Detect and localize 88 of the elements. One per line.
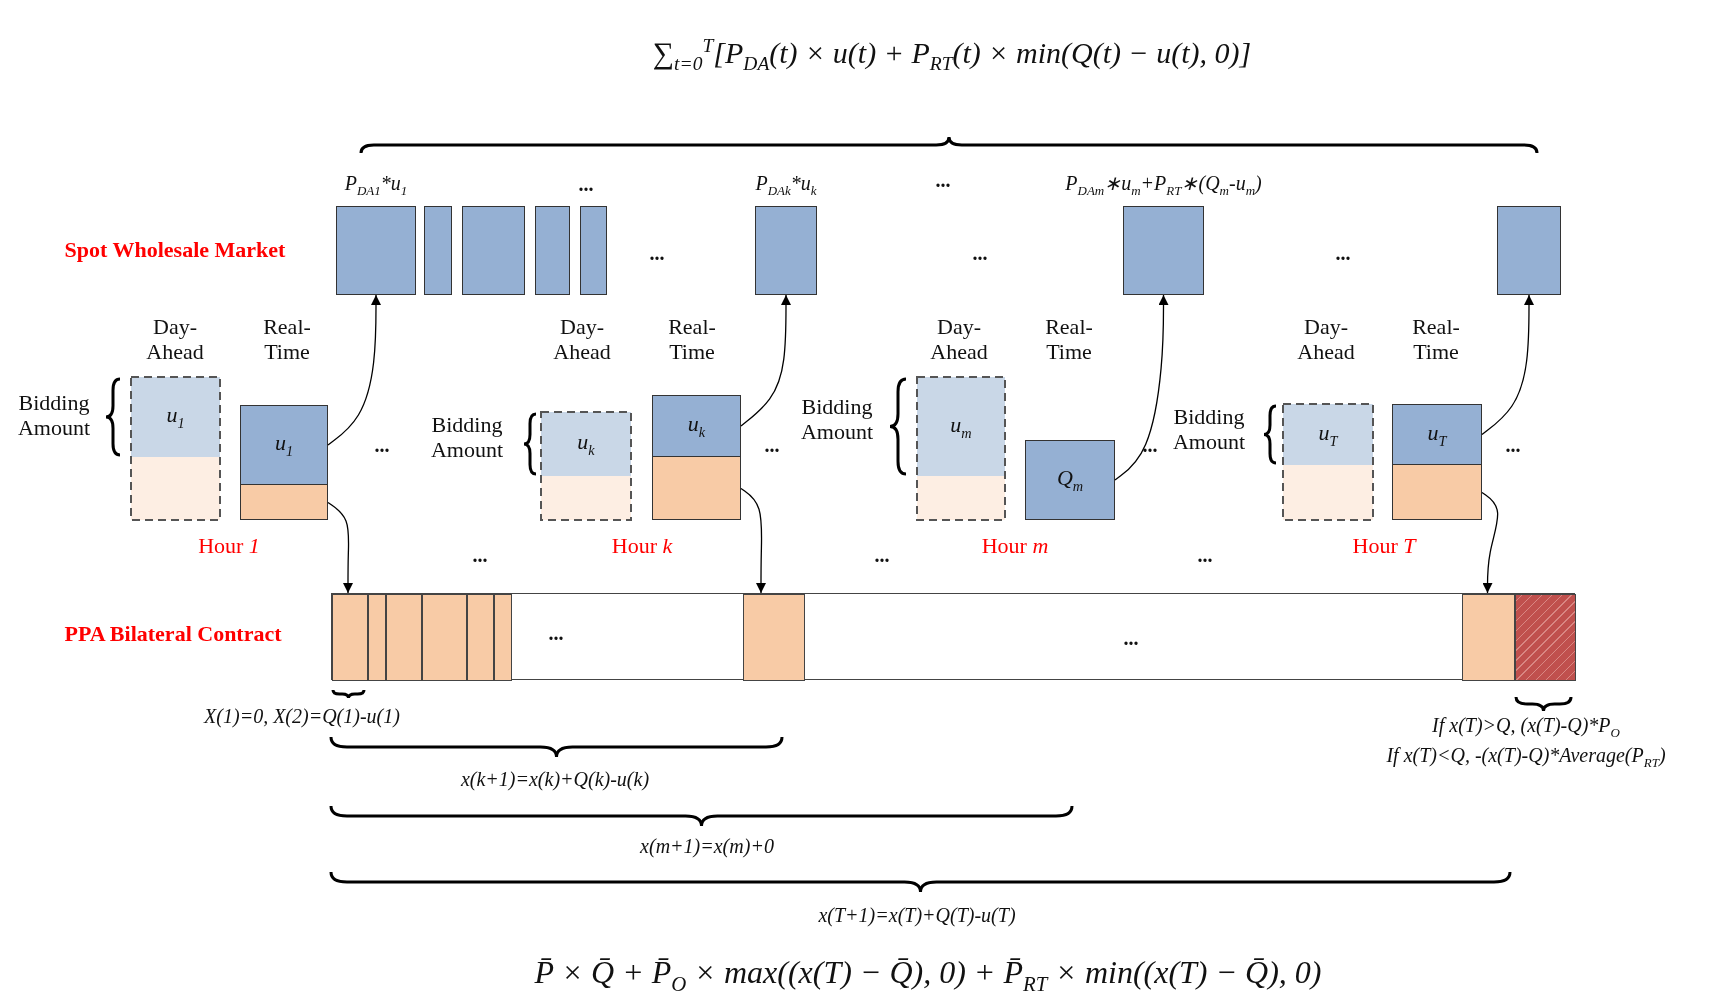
ellipsis: ... (874, 543, 890, 567)
bid-remainder-block (541, 476, 631, 520)
bracket-label: Bidding Amount (16, 389, 92, 441)
arrow (327, 294, 381, 446)
contract-segment (368, 594, 386, 681)
real-time-remainder-block (1392, 465, 1482, 520)
real-time-remainder-block (240, 485, 328, 520)
price-label: P$_{DAk}$*u$_{k}$ (755, 172, 817, 199)
column-header: Real- Time (667, 313, 717, 365)
bracket-label: Bidding Amount (1171, 403, 1247, 455)
bid-amount: u$_{T}$ (1318, 419, 1338, 450)
market-block (535, 206, 570, 295)
arrow (1481, 491, 1499, 594)
market-block (462, 206, 525, 295)
bid-amount: Q$_{m}$ (1056, 465, 1084, 495)
row-label: Spot Wholesale Market (64, 237, 286, 263)
real-time-block (240, 405, 328, 485)
bid-block (917, 377, 1005, 476)
arrow (1114, 294, 1169, 481)
contract-segment (422, 594, 467, 681)
bid-block (131, 377, 220, 457)
contract-segment (1462, 594, 1515, 681)
column-header: Real- Time (1044, 313, 1094, 365)
formula: ∑$_{t=0}$$^{T}$[P$_{DA}$(t) × u(t) + P$_{RT}$(t) × min(Q(t) − u(t), 0)] (652, 34, 1252, 76)
contract-segment (386, 594, 422, 681)
row-label: PPA Bilateral Contract (64, 621, 282, 647)
real-time-block (1392, 404, 1482, 465)
ellipsis: ... (472, 543, 488, 567)
ellipsis: ... (764, 433, 780, 457)
real-time-block (652, 395, 741, 457)
price-label: P$_{DAm}$∗u$_{m}$+P$_{RT}$∗(Q$_{m}$-u$_{m}$) (1065, 171, 1262, 199)
hour-label: Hour T (1352, 533, 1416, 559)
bid-amount: u$_{1}$ (274, 430, 294, 460)
column-header: Day- Ahead (145, 313, 205, 365)
equation: x(m+1)=x(m)+0 (640, 834, 774, 858)
real-time-remainder-block (652, 457, 741, 520)
equation: x(T+1)=x(T)+Q(T)-u(T) (818, 903, 1016, 927)
arrow (740, 487, 766, 594)
ellipsis: ... (649, 241, 665, 265)
ellipsis: ... (374, 433, 390, 457)
hour-label: Hour k (611, 533, 673, 559)
market-block (1497, 206, 1561, 295)
arrow (327, 501, 353, 594)
market-block (424, 206, 452, 295)
formula: P̄ × Q̄ + P̄$_{O}$ × max((x(T) − Q̄), 0) + P̄$_{RT}$ × min((x(T) − Q̄), 0) (534, 954, 1322, 996)
ellipsis: ... (548, 621, 564, 645)
ellipsis: ... (935, 168, 951, 192)
column-header: Day- Ahead (1296, 313, 1356, 365)
column-header: Day- Ahead (929, 313, 989, 365)
bid-remainder-block (917, 476, 1005, 520)
ellipsis: ... (1123, 626, 1139, 650)
ellipsis: ... (1142, 433, 1158, 457)
hour-label: Hour m (981, 533, 1049, 559)
arrow (740, 294, 791, 427)
bid-remainder-block (131, 457, 220, 520)
bracket-label: Bidding Amount (429, 411, 505, 463)
column-header: Day- Ahead (552, 313, 612, 365)
bracket-label: Bidding Amount (799, 393, 875, 445)
settlement-segment (1515, 594, 1576, 681)
equation: X(1)=0, X(2)=Q(1)-u(1) (204, 704, 400, 728)
arrow (1481, 294, 1534, 436)
column-header: Real- Time (262, 313, 312, 365)
ellipsis: ... (972, 241, 988, 265)
ellipsis: ... (1197, 543, 1213, 567)
column-header: Real- Time (1411, 313, 1461, 365)
equation: If x(T)<Q, -(x(T)-Q)*Average(P$_{RT}$) (1386, 743, 1666, 771)
real-time-block (1025, 440, 1115, 520)
contract-segment (494, 594, 512, 681)
ellipsis: ... (1505, 433, 1521, 457)
market-block (580, 206, 607, 295)
contract-segment (743, 594, 805, 681)
bid-block (541, 412, 631, 476)
contract-segment (332, 594, 368, 681)
bid-amount: u$_{1}$ (166, 402, 185, 432)
equation: If x(T)>Q, (x(T)-Q)*P$_{O}$ (1432, 713, 1620, 741)
bid-block (1283, 404, 1373, 465)
bid-amount: u$_{m}$ (950, 411, 972, 442)
equation: x(k+1)=x(k)+Q(k)-u(k) (460, 767, 650, 791)
bid-amount: u$_{k}$ (577, 429, 595, 459)
ellipsis: ... (1335, 241, 1351, 265)
bid-amount: u$_{k}$ (687, 411, 706, 441)
price-label: P$_{DA1}$*u$_{1}$ (344, 172, 408, 199)
contract-bar (331, 593, 1575, 680)
bid-remainder-block (1283, 465, 1373, 520)
ellipsis: ... (578, 172, 594, 196)
hour-label: Hour 1 (198, 533, 260, 559)
contract-segment (467, 594, 494, 681)
bid-amount: u$_{T}$ (1427, 419, 1447, 450)
